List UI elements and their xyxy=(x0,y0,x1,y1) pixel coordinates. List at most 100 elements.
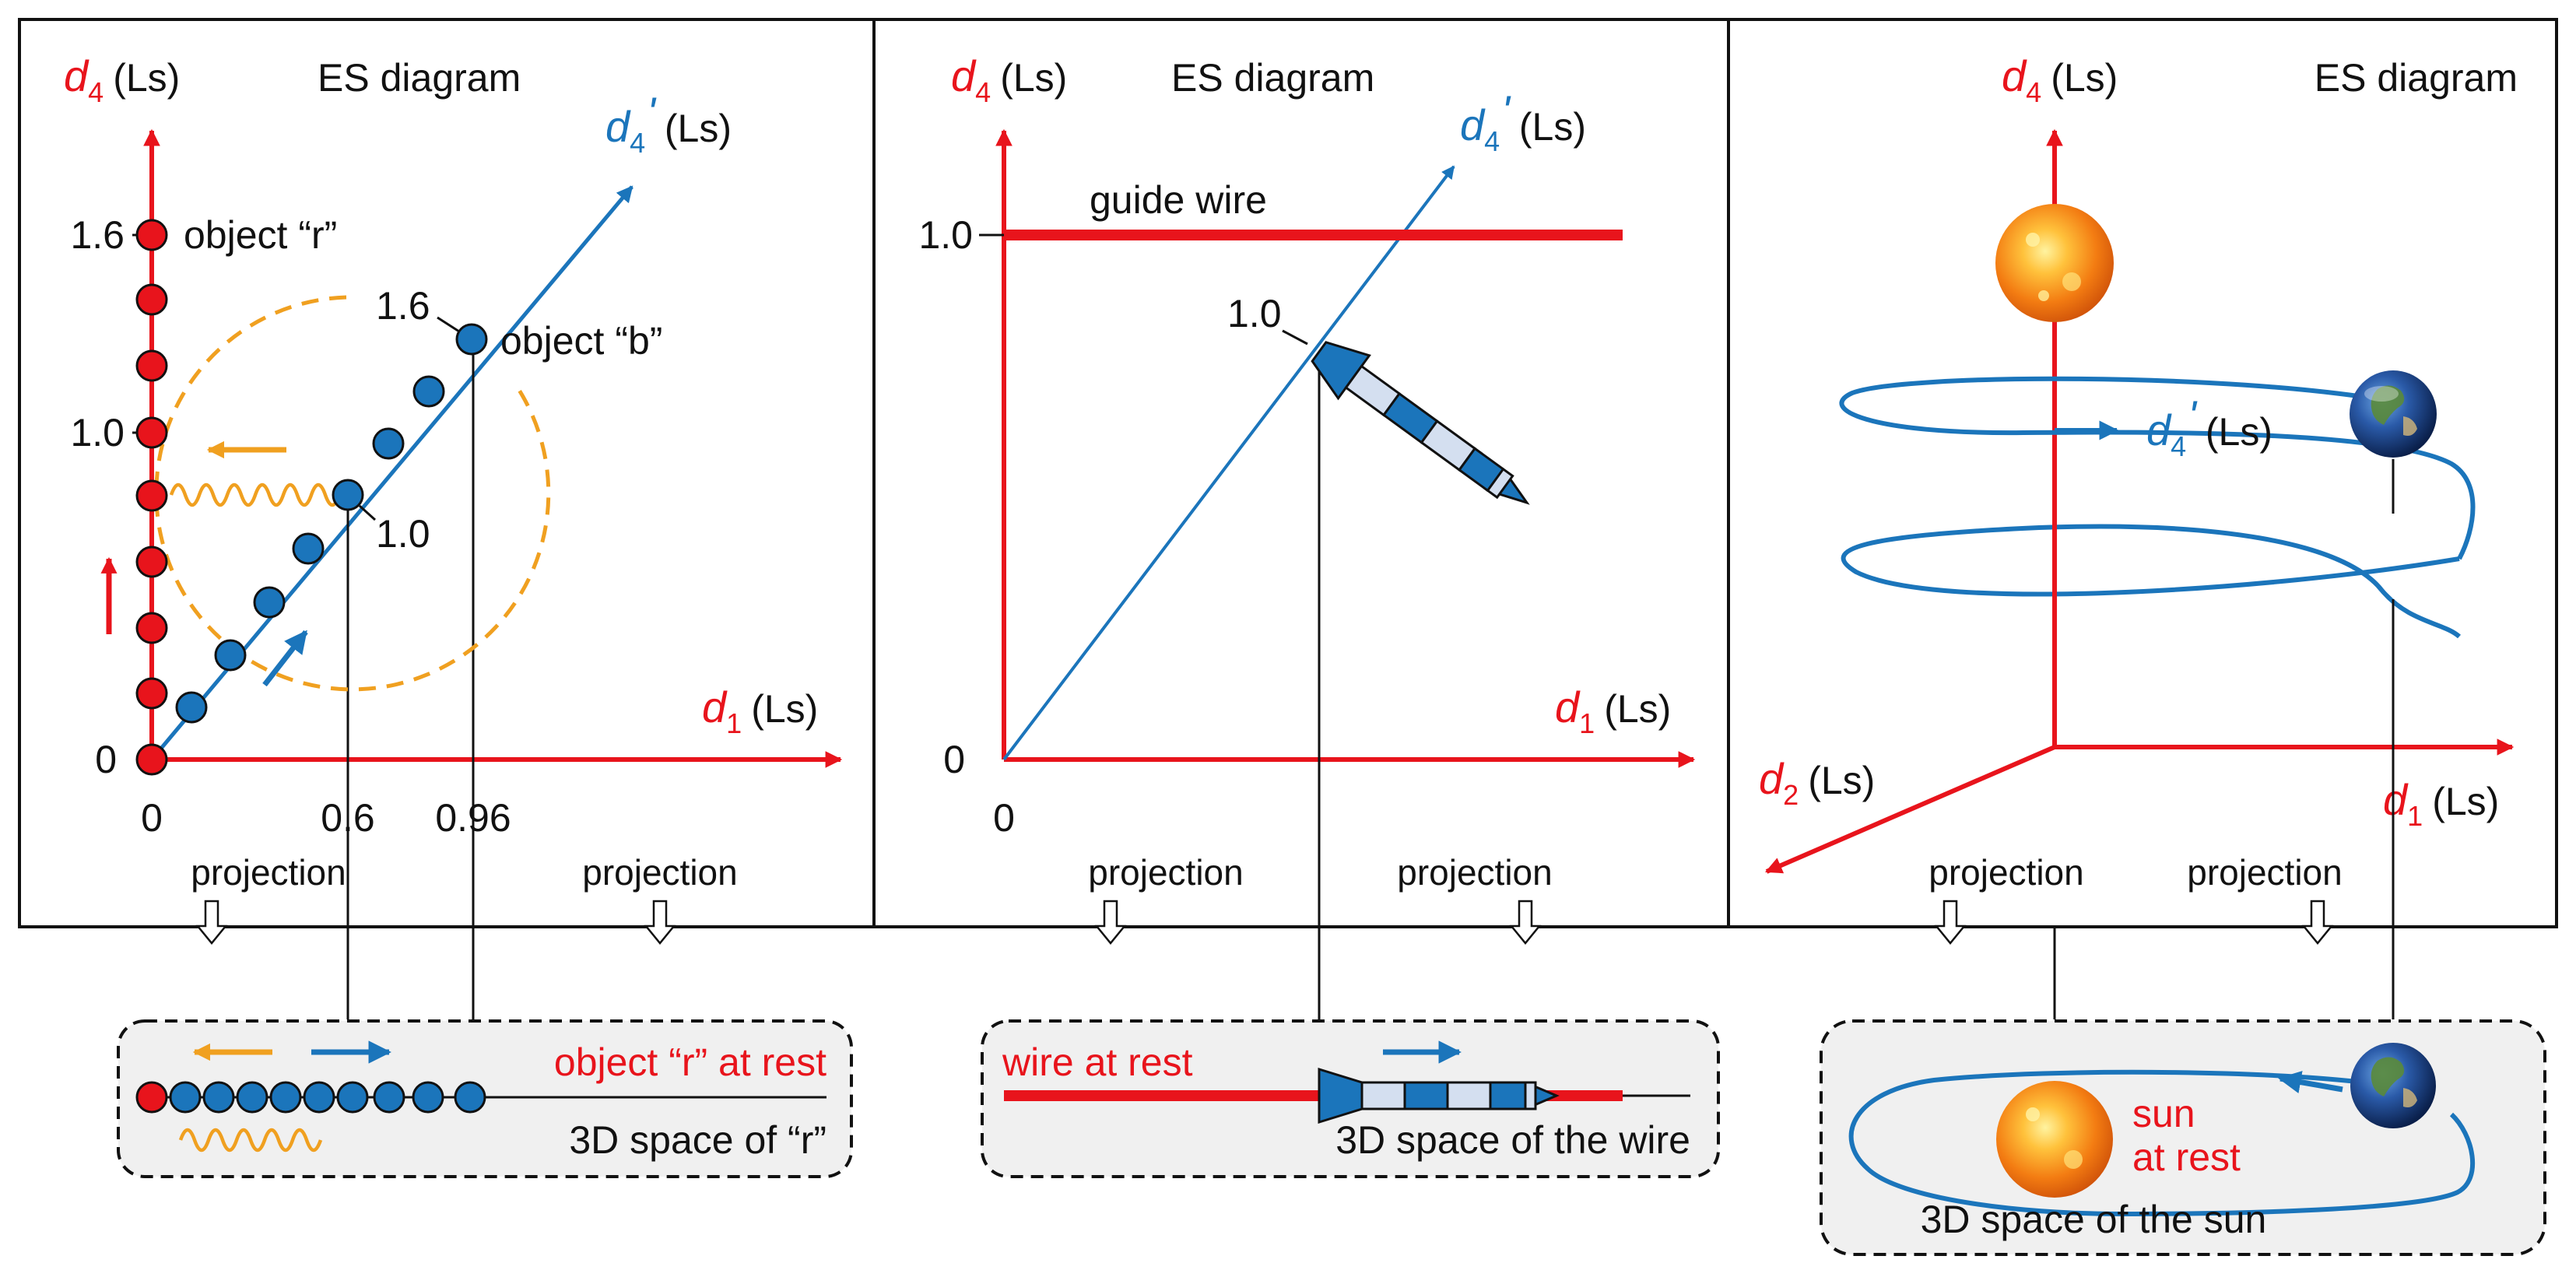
object-r-dot xyxy=(135,349,168,382)
object-b-dot xyxy=(253,586,286,619)
earth-direction-arrow xyxy=(2278,1071,2343,1094)
projection-arrow-icon xyxy=(1095,900,1126,945)
projection-arrow-icon xyxy=(644,900,676,945)
object-b-dots xyxy=(175,323,488,724)
space-label: 3D space of the sun xyxy=(1921,1198,2267,1241)
diag-tick xyxy=(1282,329,1308,346)
sun-icon xyxy=(1996,1081,2113,1198)
object-r-dot xyxy=(135,1081,168,1114)
d4-axis-label: d4(Ls) xyxy=(2002,51,2118,108)
sun-rest-label: sun xyxy=(2132,1092,2195,1135)
x-tick-label: 0 xyxy=(141,796,163,840)
diag-tick-label: 1.6 xyxy=(376,284,430,328)
projection-label: projection xyxy=(1928,852,2083,893)
light-wavefront xyxy=(154,295,551,692)
projection-label: projection xyxy=(1397,852,1552,893)
object-b-dot xyxy=(372,427,405,460)
panel-title: ES diagram xyxy=(1171,56,1374,100)
diag-tick xyxy=(437,316,460,333)
space-label: 3D space of “r” xyxy=(569,1118,826,1162)
projection-label: projection xyxy=(582,852,737,893)
projection-arrow-icon xyxy=(1510,900,1541,945)
object-r-dot xyxy=(135,479,168,512)
object-r-dot xyxy=(135,283,168,316)
object-r-dot xyxy=(135,219,168,251)
object-r-dot xyxy=(135,612,168,644)
earth-orbit-helix xyxy=(1841,524,2462,639)
object-r-dot xyxy=(135,743,168,776)
object-b-dot xyxy=(412,1081,444,1114)
space-label: 3D space of the wire xyxy=(1335,1118,1690,1162)
object-b-dot xyxy=(175,691,208,724)
projection-arrow-icon xyxy=(1935,900,1966,945)
object-b-label: object “b” xyxy=(500,319,662,363)
object-r-dots xyxy=(135,219,168,776)
d4-prime-axis-label: d4'(Ls) xyxy=(2146,391,2272,462)
object-b-dot xyxy=(214,639,247,672)
d1-axis-label: d1(Ls) xyxy=(702,682,818,739)
object-b-dot xyxy=(236,1081,268,1114)
light-wave xyxy=(178,1128,323,1152)
earth-icon xyxy=(2350,370,2437,458)
sun-rest-label: at rest xyxy=(2132,1135,2241,1179)
light-wave xyxy=(169,482,342,507)
y-tick-label: 0 xyxy=(943,738,965,781)
rocket-icon xyxy=(1311,341,1530,505)
d4-prime-axis-label: d4'(Ls) xyxy=(605,88,732,159)
object-r-dot xyxy=(135,546,168,578)
earth-orbit-helix xyxy=(1839,376,2476,560)
panel-title: ES diagram xyxy=(318,56,521,100)
d2-axis-label: d2(Ls) xyxy=(1759,754,1875,811)
panel-1: ES diagram d4(Ls) d1(Ls) d4'(Ls) 1.6 1.0… xyxy=(64,51,853,1178)
object-b-projected-dots xyxy=(169,1081,486,1114)
d4-axis-label: d4(Ls) xyxy=(951,51,1067,108)
d4-prime-axis xyxy=(1002,165,1455,761)
d4-axis-label: d4(Ls) xyxy=(64,51,180,108)
y-tick-label: 1.0 xyxy=(918,213,973,257)
blue-motion-arrow xyxy=(262,630,308,687)
object-b-dot xyxy=(292,532,325,565)
d4-prime-axis xyxy=(150,185,633,761)
d4-prime-axis-label: d4'(Ls) xyxy=(1460,86,1586,157)
diag-tick xyxy=(358,504,377,521)
object-b-dot xyxy=(412,375,445,408)
earth-icon xyxy=(2350,1043,2436,1128)
projection-arrow-icon xyxy=(196,900,227,945)
guide-wire-label: guide wire xyxy=(1090,178,1267,222)
object-b-dot xyxy=(202,1081,235,1114)
projection-label: projection xyxy=(2187,852,2342,893)
object-b-dot xyxy=(269,1081,302,1114)
object-b-dot xyxy=(373,1081,405,1114)
object-r-label: object “r” xyxy=(184,213,337,257)
d1-axis-label: d1(Ls) xyxy=(2383,775,2499,832)
object-b-dot xyxy=(336,1081,369,1114)
rest-label: wire at rest xyxy=(1002,1040,1193,1084)
diag-tick-label: 1.0 xyxy=(1227,292,1282,335)
object-b-dot xyxy=(169,1081,202,1114)
panel-2: ES diagram d4(Ls) d1(Ls) d4'(Ls) guide w… xyxy=(918,51,1720,1178)
panel-3: ES diagram d4(Ls) d4'(Ls) d1(Ls) d2(Ls) xyxy=(1759,51,2546,1256)
panel-title: ES diagram xyxy=(2315,56,2518,100)
diag-tick-label: 1.0 xyxy=(376,512,430,556)
object-b-dot xyxy=(332,479,364,511)
d1-axis-label: d1(Ls) xyxy=(1555,682,1671,739)
d2-axis xyxy=(1765,745,2056,874)
object-r-dot xyxy=(135,416,168,449)
panel-frame xyxy=(1727,18,2558,928)
rocket-icon xyxy=(1318,1067,1560,1124)
x-tick-label: 0 xyxy=(993,796,1015,840)
sun-icon xyxy=(1995,204,2114,322)
object-b-dot xyxy=(454,1081,486,1114)
projection-label: projection xyxy=(191,852,346,893)
object-r-dot xyxy=(135,677,168,710)
projection-label: projection xyxy=(1088,852,1243,893)
rest-label: object “r” at rest xyxy=(554,1040,826,1084)
panel-frame xyxy=(18,18,876,928)
y-tick-label: 1.6 xyxy=(70,213,125,257)
y-tick-label: 1.0 xyxy=(70,411,125,454)
object-b-dot xyxy=(455,323,488,356)
projection-arrow-icon xyxy=(2302,900,2333,945)
object-b-dot xyxy=(303,1081,335,1114)
y-tick-label: 0 xyxy=(95,738,117,781)
